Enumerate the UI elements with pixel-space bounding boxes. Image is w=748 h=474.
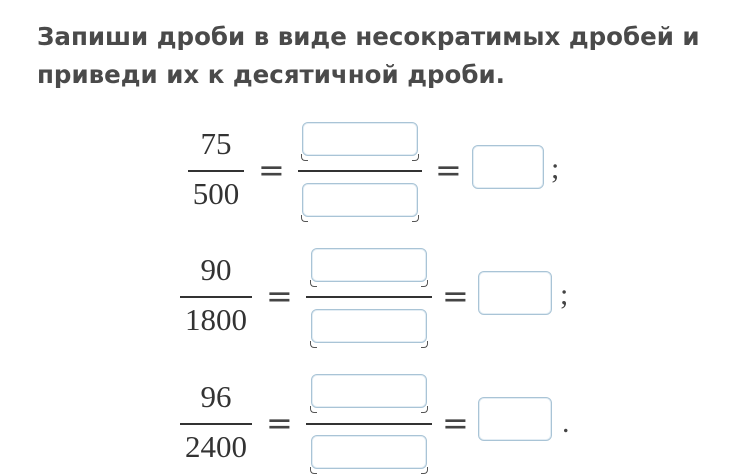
given-numerator: 75 (200, 126, 232, 161)
numerator-input[interactable] (310, 374, 428, 413)
answer-fraction-bar (298, 170, 422, 172)
denominator-input[interactable] (301, 183, 419, 222)
given-fraction-bar (188, 170, 244, 172)
decimal-input[interactable] (478, 271, 552, 315)
row-end-mark: . (562, 406, 570, 439)
given-numerator: 90 (200, 252, 232, 287)
equals-sign: = (442, 277, 469, 315)
row-end-mark: ; (551, 152, 560, 185)
equals-sign: = (258, 151, 285, 189)
equals-sign: = (266, 277, 293, 315)
answer-fraction-bar (306, 423, 432, 425)
given-fraction-bar (180, 296, 252, 298)
denominator-input[interactable] (310, 435, 428, 474)
task-instruction: Запиши дроби в виде несократимых дробей … (37, 22, 700, 89)
fraction-row-2: 90 1800 = = ; (0, 0, 748, 348)
fraction-row-1: 75 500 = = ; (0, 0, 748, 222)
given-denominator: 2400 (185, 429, 247, 464)
given-denominator: 500 (192, 176, 240, 211)
given-fraction-bar (180, 423, 252, 425)
row-end-mark: ; (560, 278, 569, 311)
denominator-input[interactable] (310, 309, 428, 348)
answer-fraction-bar (306, 296, 432, 298)
equals-sign: = (266, 404, 293, 442)
decimal-input[interactable] (478, 397, 552, 441)
equals-sign: = (442, 404, 469, 442)
given-denominator: 1800 (185, 302, 247, 337)
equals-sign: = (435, 151, 462, 189)
given-numerator: 96 (200, 379, 232, 414)
numerator-input[interactable] (310, 248, 428, 287)
decimal-input[interactable] (472, 145, 544, 189)
numerator-input[interactable] (301, 122, 419, 161)
